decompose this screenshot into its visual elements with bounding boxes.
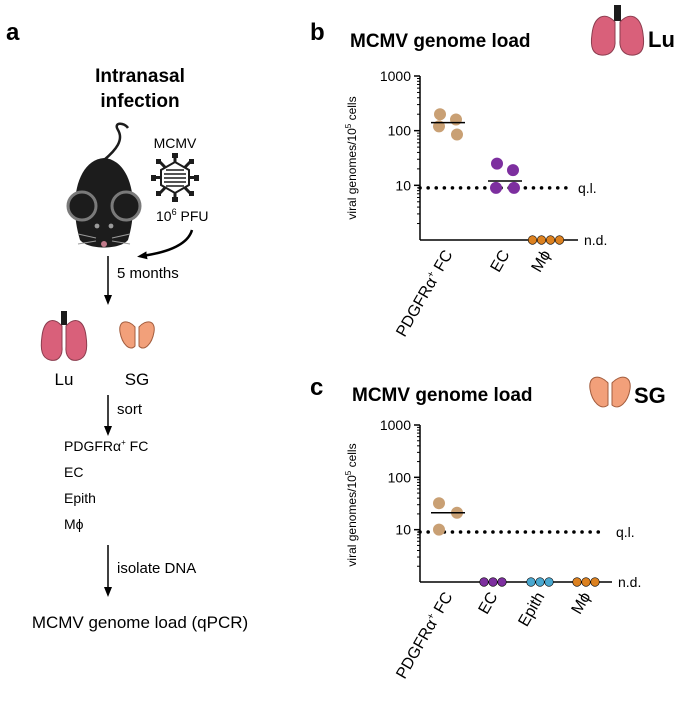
y-tick-label: 10 [395,522,411,538]
data-point-not-detected [488,577,498,587]
panel-c-title: MCMV genome load [352,385,533,406]
panel-a: a Intranasal infection MCMV [6,19,248,632]
data-point [507,164,519,177]
x-category-label: Epith [516,590,549,630]
population-item: Mϕ [64,516,84,532]
panel-a-letter: a [6,19,20,46]
data-point [433,497,445,510]
data-point-not-detected [572,577,582,587]
x-category-label: Mϕ [569,589,595,617]
data-point [490,181,502,194]
data-point-not-detected [536,235,547,245]
quantification-limit-label: q.l. [578,180,597,196]
population-item: Epith [64,490,96,506]
virus-icon [151,153,199,202]
population-item: EC [64,464,83,480]
mouse-icon [66,122,142,248]
panel-c-salivary-gland-icon [589,376,631,408]
not-detected-label: n.d. [584,232,607,248]
data-point-not-detected [497,577,507,587]
data-point-not-detected [554,235,565,245]
step1-label: 5 months [117,265,179,282]
dose-label: 106 PFU [156,207,208,224]
quantification-limit-label: q.l. [616,524,635,540]
y-tick-label: 1000 [380,68,411,84]
y-tick-label: 1000 [380,417,411,433]
panel-c-organ-label: SG [634,383,666,408]
panel-b-lung-icon [590,5,645,56]
data-point [451,128,463,141]
not-detected-label: n.d. [618,574,641,590]
population-item: PDGFRα+ FC [64,438,148,454]
chart-b: 1000 100 10 viral genomes/105 cells q.l. n.d.… [344,68,607,340]
data-point-not-detected [590,577,600,587]
panel-b: b MCMV genome load Lu 1000 100 10 viral gen… [310,5,675,340]
panel-b-title: MCMV genome load [350,31,531,52]
data-point-not-detected [535,577,545,587]
data-point [508,181,520,194]
data-point-not-detected [581,577,591,587]
y-tick-label: 10 [395,177,411,193]
x-category-label: PDGFRα+ FC [392,247,456,340]
data-point-not-detected [544,577,554,587]
data-point-not-detected [545,235,556,245]
data-point [433,523,445,536]
panel-b-organ-label: Lu [648,27,675,52]
inoculation-arrow [137,229,194,260]
x-category-label: Mϕ [529,247,555,275]
data-point-not-detected [526,577,536,587]
step2-label: sort [117,401,143,418]
organ-lung-label: Lu [55,370,74,389]
panel-b-letter: b [310,19,325,46]
panel-c-letter: c [310,374,323,401]
virus-label: MCMV [154,135,197,151]
data-point [433,120,445,133]
data-point [434,108,446,121]
data-point-not-detected [479,577,489,587]
panel-a-title-line1: Intranasal [95,66,185,87]
y-tick-label: 100 [388,469,412,485]
data-point [491,157,503,170]
y-tick-label: 100 [388,123,412,139]
panel-c: c MCMV genome load SG 1000 100 10 viral gen… [310,374,666,682]
chart-c: 1000 100 10 viral genomes/105 cells q.l. n.d.… [344,417,641,682]
x-category-label: PDGFRα+ FC [392,589,456,682]
organ-sg-label: SG [125,370,150,389]
data-point-not-detected [527,235,538,245]
x-category-label: EC [488,248,514,276]
step3-label: isolate DNA [117,560,196,577]
panel-a-title-line2: infection [100,91,179,112]
lung-icon [40,311,88,361]
x-category-label: EC [476,590,502,618]
result-label: MCMV genome load (qPCR) [32,613,248,632]
salivary-gland-icon [119,321,155,349]
y-axis-label: viral genomes/105 cells [344,96,359,219]
y-axis-label: viral genomes/105 cells [344,443,359,566]
